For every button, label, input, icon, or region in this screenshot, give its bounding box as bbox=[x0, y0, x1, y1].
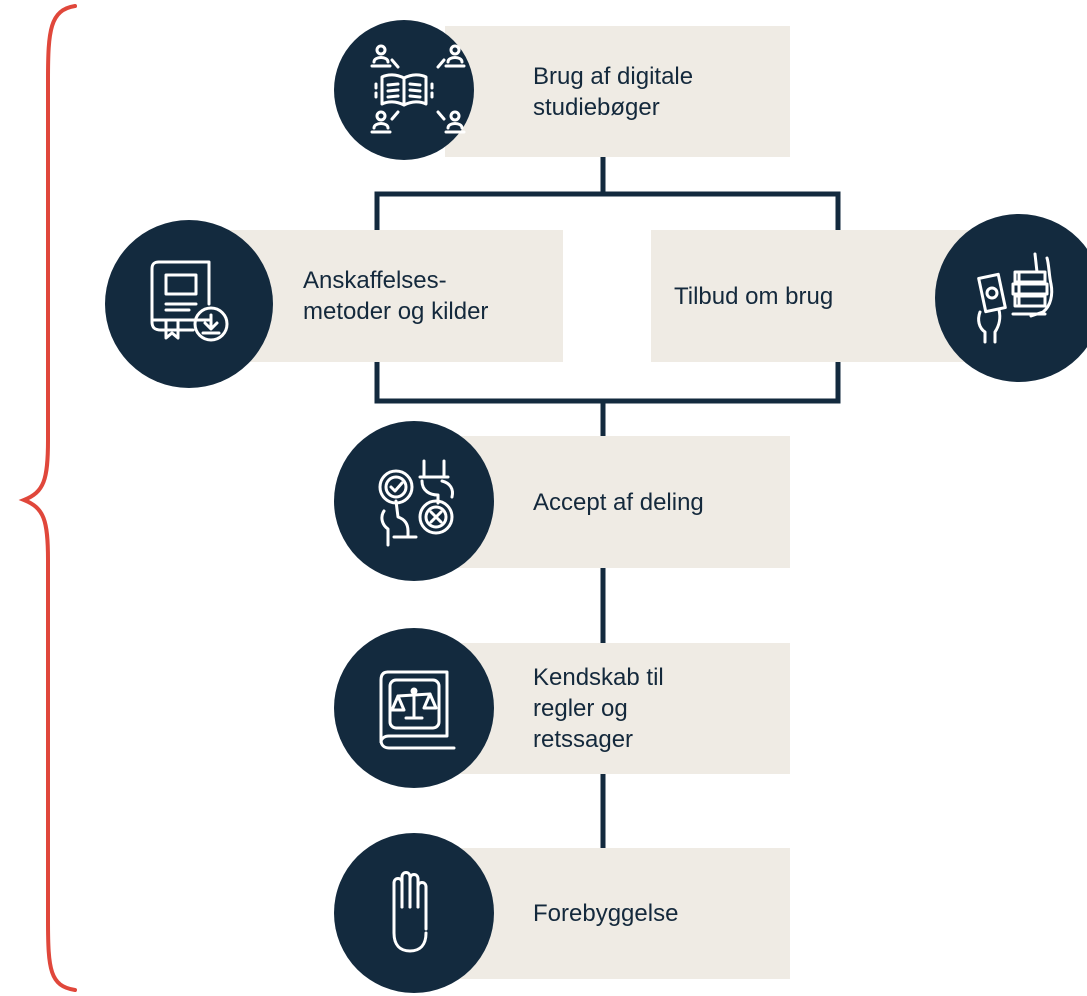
node-box-prevention bbox=[445, 848, 790, 979]
connector-split-bracket bbox=[374, 191, 841, 230]
node-box-sharing bbox=[445, 436, 790, 568]
people-around-book-icon bbox=[370, 44, 466, 134]
node-label-rules: Kendskab til regler og retssager bbox=[533, 664, 664, 753]
law-book-scales-icon bbox=[379, 670, 456, 750]
node-box-usage-offers bbox=[651, 230, 980, 362]
node-circle-prevention bbox=[334, 833, 494, 993]
node-label-sharing: Accept af deling bbox=[533, 488, 704, 516]
node-box-digital-books bbox=[445, 26, 790, 157]
grouping-brace bbox=[18, 4, 77, 992]
hand-cash-books-icon bbox=[977, 252, 1054, 344]
stop-hand-icon bbox=[392, 871, 428, 953]
node-label-usage-offers: Tilbud om brug bbox=[674, 282, 834, 310]
node-circle-sharing bbox=[334, 421, 494, 581]
node-circle-usage-offers bbox=[935, 214, 1087, 382]
node-box-rules bbox=[445, 643, 790, 774]
connector-join-bracket bbox=[374, 362, 841, 404]
node-label-prevention: Forebyggelse bbox=[533, 900, 679, 927]
node-box-acquisition bbox=[225, 230, 563, 362]
node-circle-digital-books bbox=[334, 20, 474, 160]
node-label-acquisition: Anskaffelses- metoder og kilder bbox=[303, 267, 489, 325]
node-circle-acquisition bbox=[105, 220, 273, 388]
node-circle-rules bbox=[334, 628, 494, 788]
book-download-icon bbox=[150, 260, 229, 342]
accept-decline-hands-icon bbox=[378, 459, 454, 547]
node-label-digital-books: Brug af digitale studiebøger bbox=[533, 62, 694, 121]
